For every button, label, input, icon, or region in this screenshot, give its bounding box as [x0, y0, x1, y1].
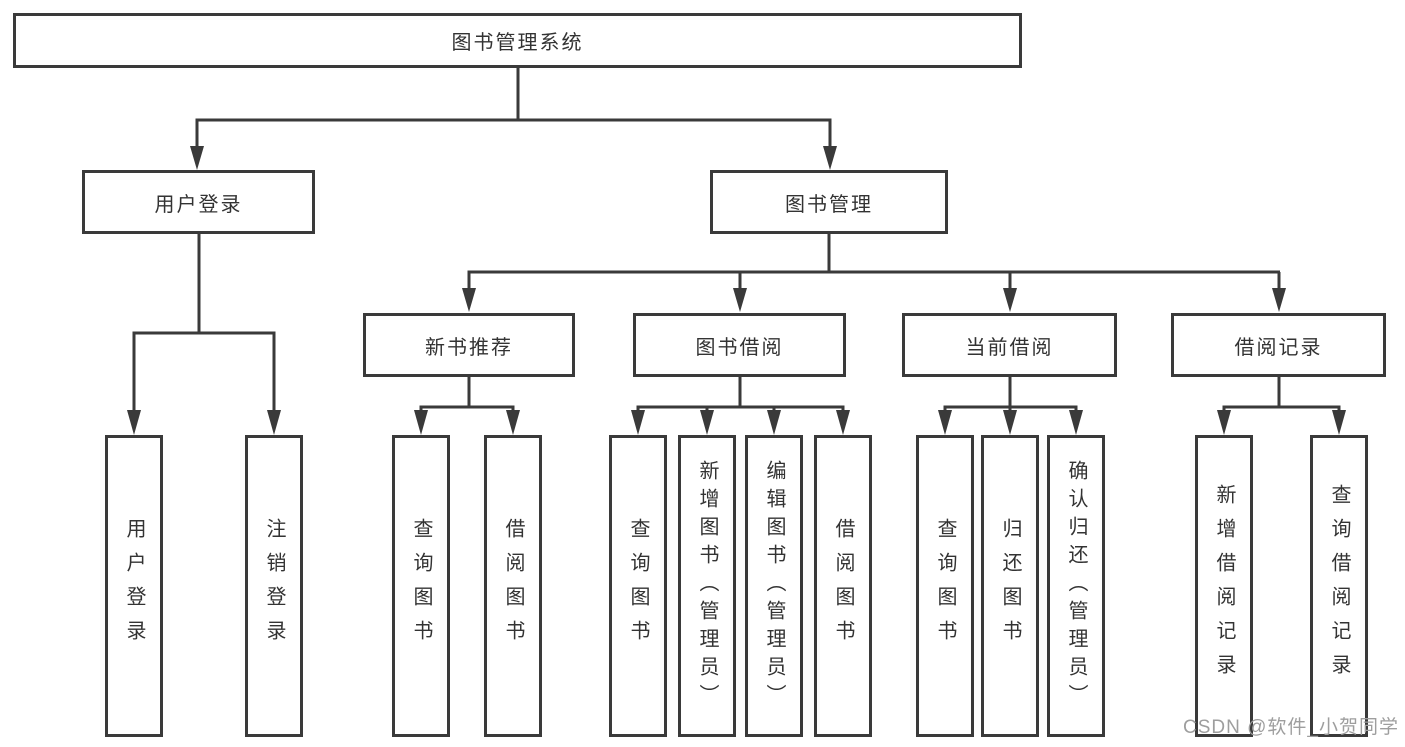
leaf-return-book: 归还图书 — [981, 435, 1039, 737]
csdn-watermark: CSDN @软件_小贺同学 — [1183, 717, 1399, 738]
leaf-query-borrow-record: 查询借阅记录 — [1310, 435, 1368, 737]
leaf-logout: 注销登录 — [245, 435, 303, 737]
connector-borrow-records-to-leaves — [1217, 377, 1346, 435]
node-borrow-records: 借阅记录 — [1171, 313, 1386, 377]
leaf-query-books-current: 查询图书 — [916, 435, 974, 737]
leaf-query-books-recommend: 查询图书 — [392, 435, 450, 737]
connector-book-management-to-level3 — [462, 234, 1286, 312]
connector-root-to-level2 — [190, 68, 837, 170]
node-new-book-recommend: 新书推荐 — [363, 313, 575, 377]
connector-book-borrow-to-leaves — [631, 377, 850, 435]
leaf-user-login: 用户登录 — [105, 435, 163, 737]
leaf-confirm-return-admin: 确认归还（管理员） — [1047, 435, 1105, 737]
connector-user-login-to-leaves — [127, 234, 281, 435]
node-book-borrow: 图书借阅 — [633, 313, 846, 377]
node-current-borrow: 当前借阅 — [902, 313, 1117, 377]
connector-current-borrow-to-leaves — [938, 377, 1083, 435]
connector-new-book-recommend-to-leaves — [414, 377, 520, 435]
leaf-borrow-books: 借阅图书 — [814, 435, 872, 737]
node-user-login: 用户登录 — [82, 170, 315, 234]
leaf-query-books-borrow: 查询图书 — [609, 435, 667, 737]
leaf-borrow-books-recommend: 借阅图书 — [484, 435, 542, 737]
node-root: 图书管理系统 — [13, 13, 1022, 68]
leaf-add-book-admin: 新增图书（管理员） — [678, 435, 736, 737]
node-book-management: 图书管理 — [710, 170, 948, 234]
leaf-add-borrow-record: 新增借阅记录 — [1195, 435, 1253, 737]
leaf-edit-book-admin: 编辑图书（管理员） — [745, 435, 803, 737]
